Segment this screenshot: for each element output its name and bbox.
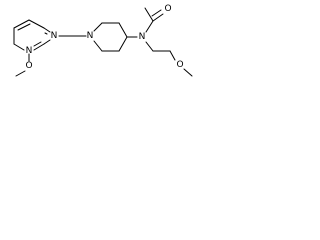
bond [13, 19, 30, 29]
bond [17, 23, 31, 31]
bond [152, 13, 164, 22]
atom-label-n: N [26, 46, 33, 56]
atom-label-n: N [51, 31, 58, 41]
bond [44, 32, 48, 35]
bond [183, 68, 193, 77]
structure-diagram: N N O N N O O [0, 0, 198, 83]
atom-labels: N N O N N O O [25, 4, 183, 71]
bond [151, 9, 162, 17]
atom-label-o: O [176, 60, 183, 70]
bond [13, 43, 25, 51]
bond [15, 70, 26, 77]
bond [43, 27, 51, 33]
bond [118, 36, 128, 52]
bond [118, 22, 128, 38]
bond [145, 20, 154, 33]
bond [33, 43, 45, 51]
atom-label-n: N [139, 32, 146, 42]
bond [28, 19, 45, 29]
atom-label-o: O [25, 61, 32, 71]
atom-label-n: N [87, 31, 94, 41]
bond [43, 39, 51, 45]
bond [33, 41, 42, 47]
bond [93, 22, 103, 32]
molecule-drawing: N N O N N O O [13, 4, 193, 77]
bond [144, 7, 154, 22]
bond [169, 50, 176, 61]
bond [93, 40, 103, 52]
atom-label-o: O [164, 4, 171, 14]
bond-lines [13, 7, 193, 77]
bond [145, 41, 154, 52]
